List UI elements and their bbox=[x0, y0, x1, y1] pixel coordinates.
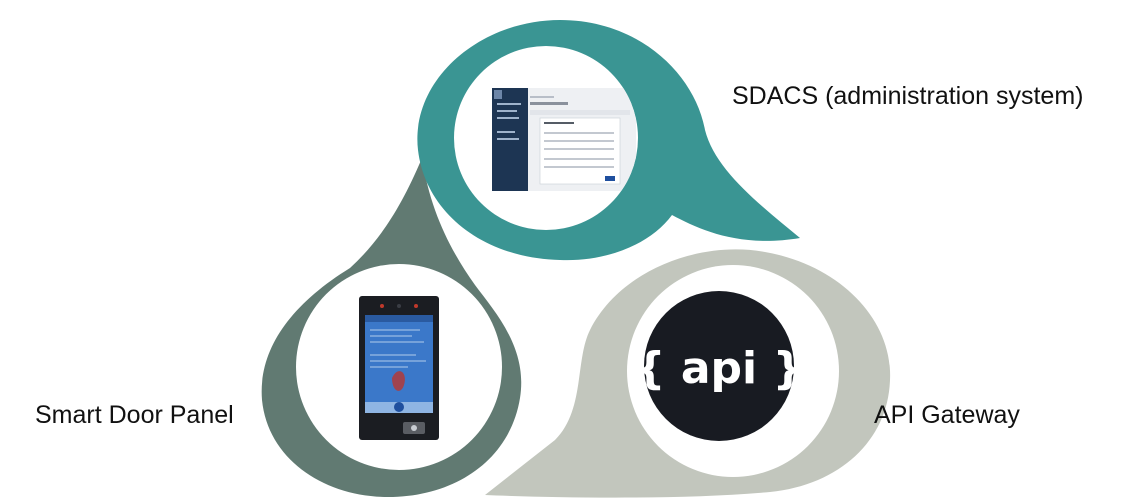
api-gateway-label: API Gateway bbox=[874, 401, 1020, 429]
api-gateway-node: { api } bbox=[485, 249, 891, 498]
door-panel-node bbox=[261, 158, 522, 497]
api-logo-disc bbox=[644, 291, 794, 441]
api-logo-text: { api } bbox=[634, 343, 804, 394]
sdacs-screenshot bbox=[492, 88, 636, 191]
door-panel-label: Smart Door Panel bbox=[35, 401, 234, 429]
sdacs-node bbox=[417, 20, 800, 261]
sdacs-label: SDACS (administration system) bbox=[732, 82, 1084, 110]
door-panel-photo bbox=[359, 296, 439, 440]
